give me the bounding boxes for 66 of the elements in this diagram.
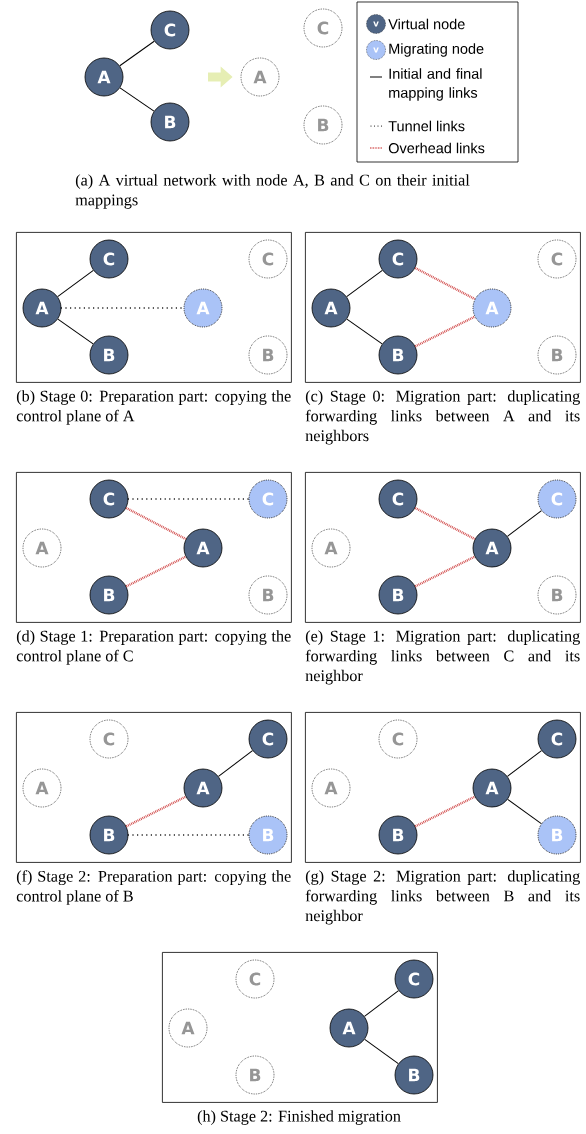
panel-label: (f) Stage 2: Preparation part: copying the control plane of B <box>16 870 291 905</box>
panel-label: (d) Stage 1: Preparation part: copying the control plane of C <box>16 630 291 665</box>
overhead-link <box>125 506 187 541</box>
migrating-node: C <box>537 479 577 519</box>
overhead-link <box>414 266 476 301</box>
caption: (a) A virtual network with node A, B and C on their initial mappings <box>75 174 470 209</box>
mapping-link <box>119 40 155 67</box>
virtual-node: B <box>89 575 129 615</box>
virtual-node: A <box>22 288 62 328</box>
mapping-link <box>507 510 542 537</box>
virtual-node: B <box>378 335 418 375</box>
tunnel-link <box>60 307 185 309</box>
mapping-link <box>346 269 383 298</box>
virtual-node: A <box>183 528 223 568</box>
panel-label: (c) Stage 0: Migration part: duplicating forwarding links between A and its neighbors <box>305 390 580 445</box>
virtual-node: C <box>378 239 418 279</box>
mapping-link <box>507 750 542 777</box>
virtual-node: B <box>378 815 418 855</box>
virtual-node: B <box>394 1055 434 1095</box>
virtual-node: C <box>537 719 577 759</box>
virtual-node: C <box>378 479 418 519</box>
virtual-node: B <box>89 335 129 375</box>
tunnel-link <box>127 834 250 836</box>
panel-label: (e) Stage 1: Migration part: duplicating forwarding links between C and its neighbor <box>305 630 580 685</box>
virtual-node: C <box>248 719 288 759</box>
overhead-link <box>125 555 187 588</box>
virtual-node: A <box>183 768 223 808</box>
mapping-link <box>507 798 542 825</box>
panel-label: (b) Stage 0: Preparation part: copying the control plane of A <box>16 390 291 425</box>
overhead-link <box>125 795 187 828</box>
migrating-node: C <box>248 479 288 519</box>
mapping-link <box>57 269 94 298</box>
legend-text: Virtual node <box>388 18 465 30</box>
virtual-node: C <box>394 959 434 999</box>
legend-text: Initial and final mapping links <box>389 68 482 101</box>
overhead-link <box>414 555 476 588</box>
migrating-node: B <box>248 815 288 855</box>
virtual-node: A <box>311 288 351 328</box>
overhead-link <box>414 315 476 348</box>
migrating-node: A <box>183 288 223 328</box>
overhead-link <box>414 795 476 828</box>
tunnel-link <box>127 498 250 500</box>
mapping-link <box>346 318 383 345</box>
migrating-node: B <box>537 815 577 855</box>
mapping-link <box>119 87 155 112</box>
virtual-node: C <box>89 479 129 519</box>
panel-label: (h) Stage 2: Finished migration <box>197 1110 401 1125</box>
migrating-node: A <box>472 288 512 328</box>
mapping-link <box>57 318 94 345</box>
legend-text: Tunnel links <box>388 120 465 132</box>
virtual-node: B <box>150 102 190 142</box>
virtual-node: A <box>472 528 512 568</box>
panel-label: (g) Stage 2: Migration part: duplicating forwarding links between B and its neighbor <box>305 870 580 925</box>
virtual-node: C <box>150 10 190 50</box>
mapping-link <box>364 1038 399 1065</box>
mapping-link <box>364 990 399 1017</box>
overhead-link <box>414 506 476 541</box>
legend-text: Migrating node <box>389 43 484 57</box>
virtual-node: A <box>472 768 512 808</box>
legend-text: Overhead links <box>388 142 485 154</box>
virtual-node: C <box>89 239 129 279</box>
virtual-node: A <box>329 1008 369 1048</box>
virtual-node: B <box>89 815 129 855</box>
virtual-node: B <box>378 575 418 615</box>
mapping-link <box>218 750 253 777</box>
virtual-node: A <box>84 57 124 97</box>
